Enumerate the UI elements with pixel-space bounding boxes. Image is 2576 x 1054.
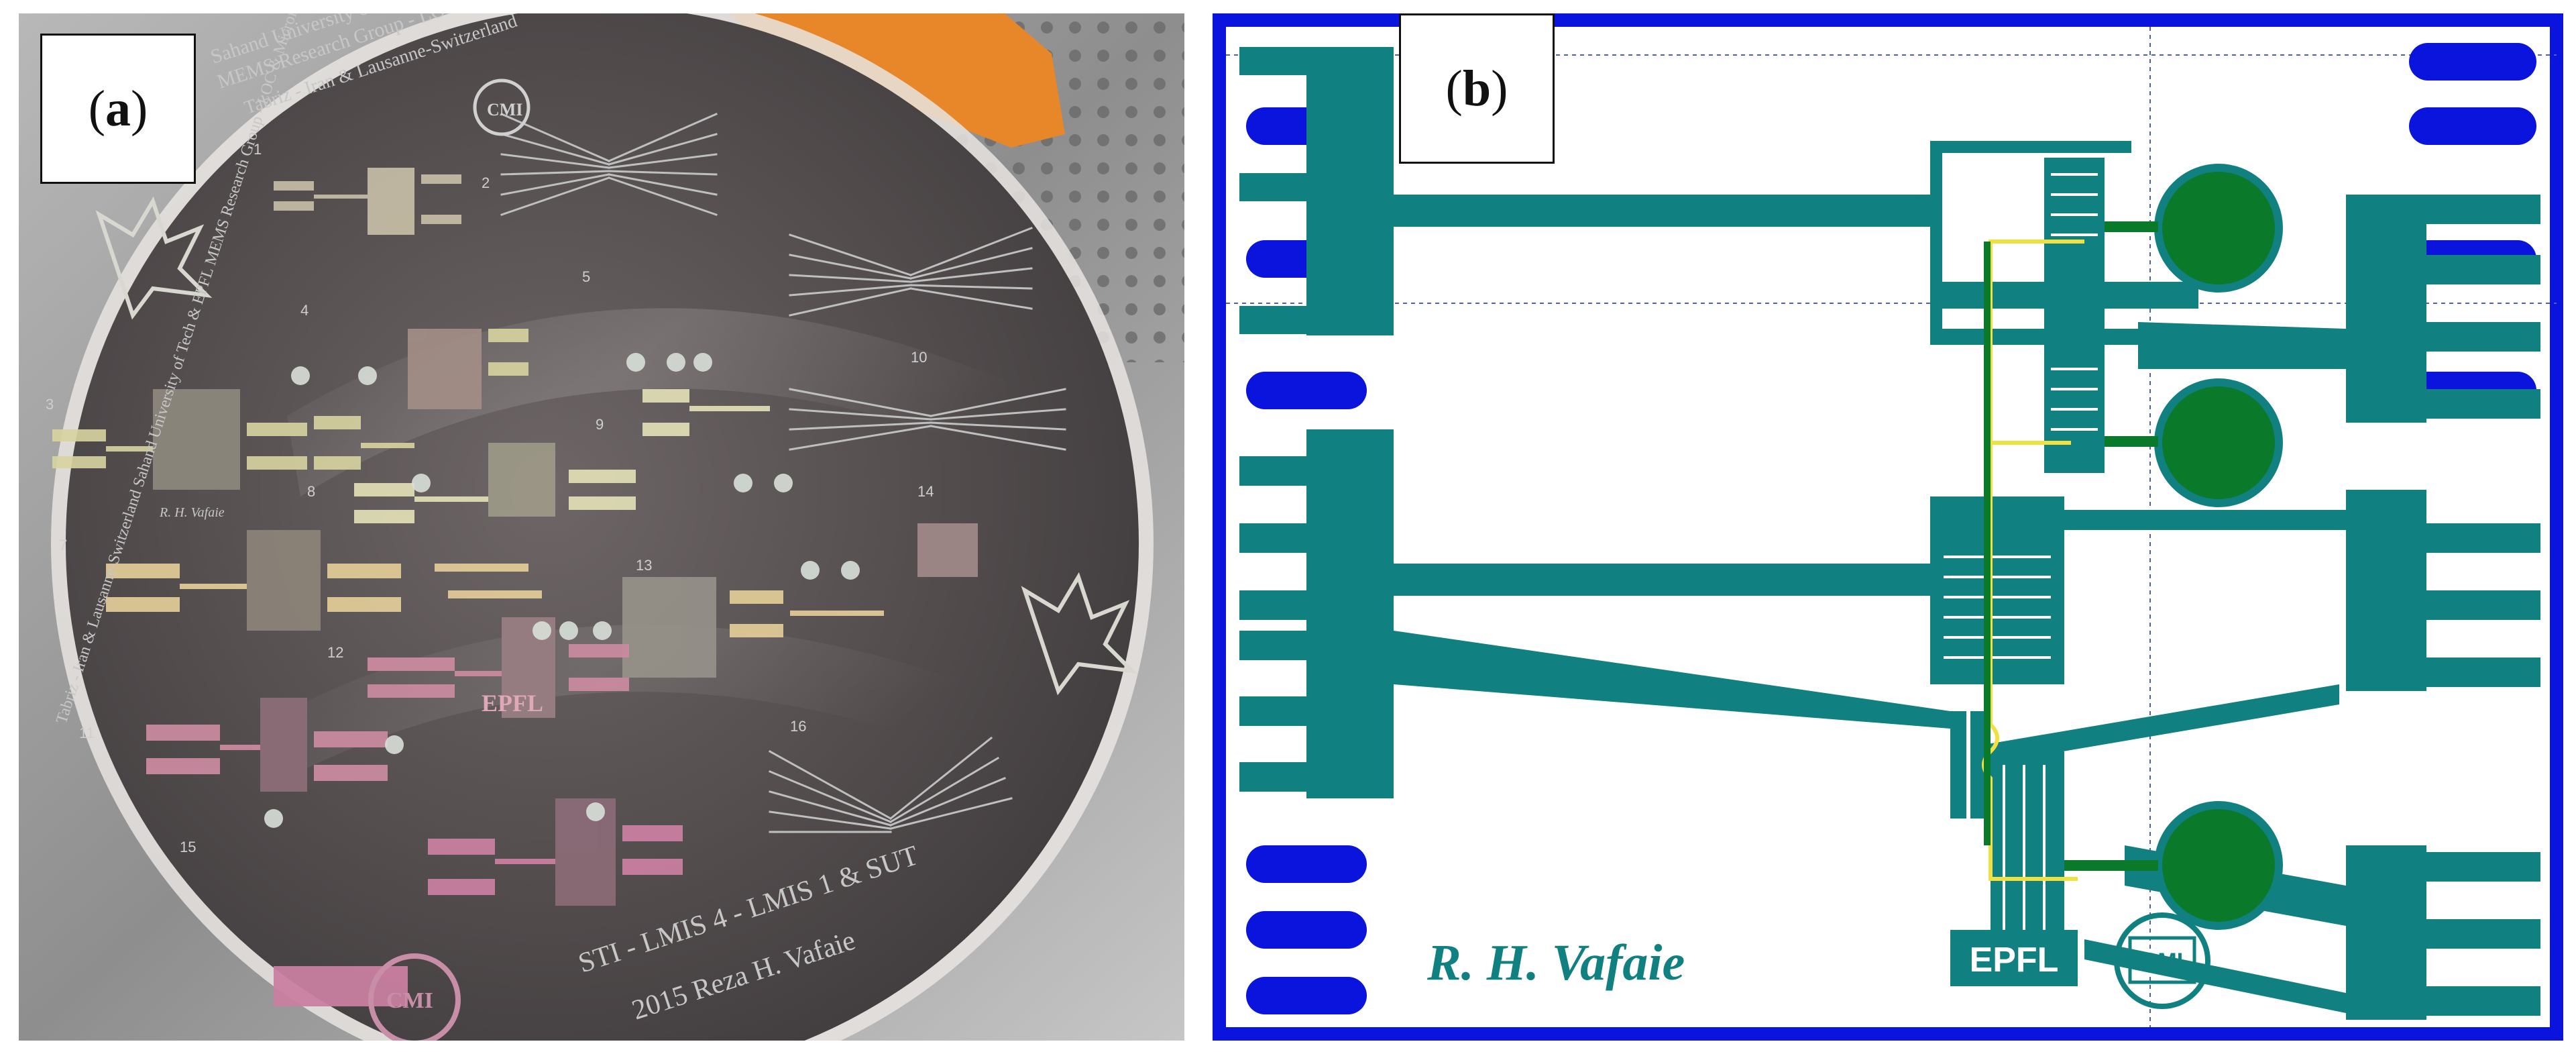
wafer-epfl-mark: EPFL [482, 690, 543, 717]
cmi-logo-text: CMI [2141, 949, 2183, 974]
chip-number: 14 [917, 483, 934, 500]
green-electrodes [1984, 164, 2283, 930]
chip-number: 2 [482, 174, 490, 191]
wafer-photo: Sahand University of Tech & EPFL MEMS Re… [19, 13, 1184, 1041]
chip-number: 9 [596, 416, 604, 433]
label-paren-open: ( [88, 80, 105, 137]
label-letter: a [105, 80, 131, 137]
wafer-photo-panel: Sahand University of Tech & EPFL MEMS Re… [19, 13, 1184, 1041]
layout-author: R. H. Vafaie [1426, 935, 1685, 991]
panel-b-label: (b) [1399, 13, 1555, 164]
chip-number: 8 [307, 483, 315, 500]
mask-layout: R. H. Vafaie EPFL CMI [1213, 13, 2563, 1041]
label-paren-close: ) [1491, 60, 1508, 117]
ide-fingers [1944, 173, 2098, 933]
chip-number: 3 [46, 396, 54, 413]
chip-number: 16 [790, 718, 806, 735]
wafer-cmi-mark-top: CMI [487, 100, 522, 119]
label-paren-open: ( [1445, 60, 1463, 117]
chip-number: 5 [582, 268, 590, 285]
label-letter: b [1462, 60, 1492, 117]
chip-number: 4 [300, 302, 309, 319]
label-paren-close: ) [131, 80, 148, 137]
layout-drawing-panel: R. H. Vafaie EPFL CMI (b) [1213, 13, 2563, 1041]
chip-number: 15 [180, 839, 196, 855]
chip-numbers: 1 2 3 4 5 7 8 9 10 11 12 13 14 15 16 [46, 141, 934, 855]
wafer-circuits [52, 78, 1138, 1041]
panel-a-label: (a) [40, 34, 196, 184]
chip-number: 1 [254, 141, 262, 158]
chip-number: 11 [79, 725, 95, 741]
epfl-logo: EPFL [1950, 930, 2078, 986]
chip-number: 10 [911, 349, 927, 366]
teal-electrodes [1239, 47, 2540, 1020]
cmi-logo: CMI [2114, 912, 2210, 1009]
epfl-logo-text: EPFL [1970, 941, 2059, 980]
chip-number: 12 [327, 644, 343, 661]
wafer-author-small: R. H. Vafaie [159, 505, 225, 520]
chip-number: 13 [636, 557, 652, 574]
wafer-cmi-mark: CMI [386, 988, 433, 1013]
chip-number: 7 [59, 537, 67, 554]
